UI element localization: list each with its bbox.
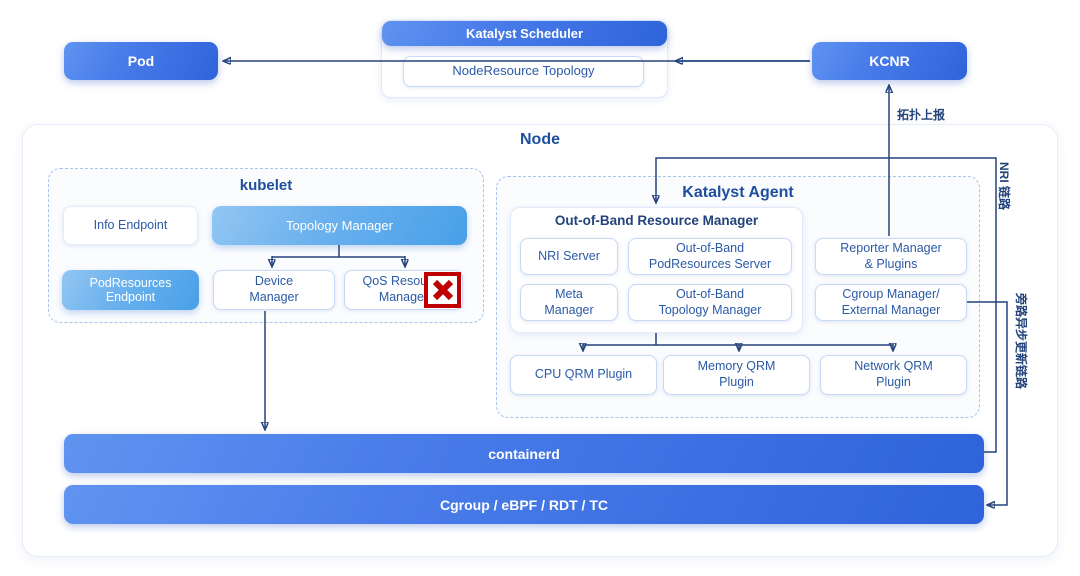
containerd-label: containerd [488, 445, 560, 462]
nri-server-box: NRI Server [520, 238, 618, 275]
topology-manager-label: Topology Manager [286, 218, 393, 233]
bypass-async-update-link-label: 旁路异步更新链路 [1014, 293, 1028, 390]
cgroup-ebpf-rdt-tc-bar: Cgroup / eBPF / RDT / TC [64, 485, 984, 524]
memory-qrm-plugin-label: Memory QRM Plugin [697, 359, 776, 389]
device-manager-label: Device Manager [249, 274, 299, 304]
oob-podresources-server-box: Out-of-Band PodResources Server [628, 238, 792, 275]
katalyst-agent-title: Katalyst Agent [682, 184, 794, 201]
meta-manager-label: Meta Manager [544, 286, 594, 317]
nri-server-label: NRI Server [538, 248, 600, 263]
cgroup-manager-label: Cgroup Manager/ External Manager [841, 286, 941, 317]
device-manager-box: Device Manager [213, 270, 335, 310]
cpu-qrm-plugin-label: CPU QRM Plugin [534, 367, 633, 382]
network-qrm-plugin-box: Network QRM Plugin [820, 355, 967, 395]
topology-manager-box: Topology Manager [212, 206, 467, 245]
x-glyph [432, 279, 453, 301]
info-endpoint-box: Info Endpoint [63, 206, 198, 245]
node-title: Node [520, 131, 560, 148]
meta-manager-box: Meta Manager [520, 284, 618, 321]
noderesource-topology-label: NodeResource Topology [452, 63, 595, 79]
removed-cross-icon [424, 272, 461, 308]
nri-link-label: NRI 链路 [997, 162, 1011, 211]
memory-qrm-plugin-box: Memory QRM Plugin [663, 355, 810, 395]
cpu-qrm-plugin-box: CPU QRM Plugin [510, 355, 657, 395]
containerd-bar: containerd [64, 434, 984, 473]
podresources-endpoint-box: PodResources Endpoint [62, 270, 199, 310]
kubelet-title: kubelet [239, 177, 293, 194]
topology-report-label: 拓扑上报 [897, 108, 946, 122]
reporter-manager-label: Reporter Manager & Plugins [840, 240, 942, 271]
kcnr-box: KCNR [812, 42, 967, 80]
podresources-endpoint-label: PodResources Endpoint [89, 276, 172, 304]
oorm-title: Out-of-Band Resource Manager [554, 213, 759, 228]
cgroup-manager-box: Cgroup Manager/ External Manager [815, 284, 967, 321]
katalyst-scheduler-title: Katalyst Scheduler [465, 26, 584, 41]
oob-podresources-server-label: Out-of-Band PodResources Server [648, 240, 772, 271]
cgroup-ebpf-rdt-tc-label: Cgroup / eBPF / RDT / TC [440, 496, 608, 513]
pod-label: Pod [127, 53, 155, 69]
kcnr-label: KCNR [869, 53, 910, 69]
katalyst-scheduler-header: Katalyst Scheduler [382, 21, 667, 46]
reporter-manager-box: Reporter Manager & Plugins [815, 238, 967, 275]
info-endpoint-label: Info Endpoint [93, 217, 168, 232]
oob-topology-manager-box: Out-of-Band Topology Manager [628, 284, 792, 321]
network-qrm-plugin-label: Network QRM Plugin [854, 359, 933, 389]
oob-topology-manager-label: Out-of-Band Topology Manager [658, 286, 762, 317]
pod-box: Pod [64, 42, 218, 80]
katalyst-scheduler-box: Katalyst Scheduler NodeResource Topology [381, 20, 668, 98]
noderesource-topology-box: NodeResource Topology [403, 56, 644, 87]
